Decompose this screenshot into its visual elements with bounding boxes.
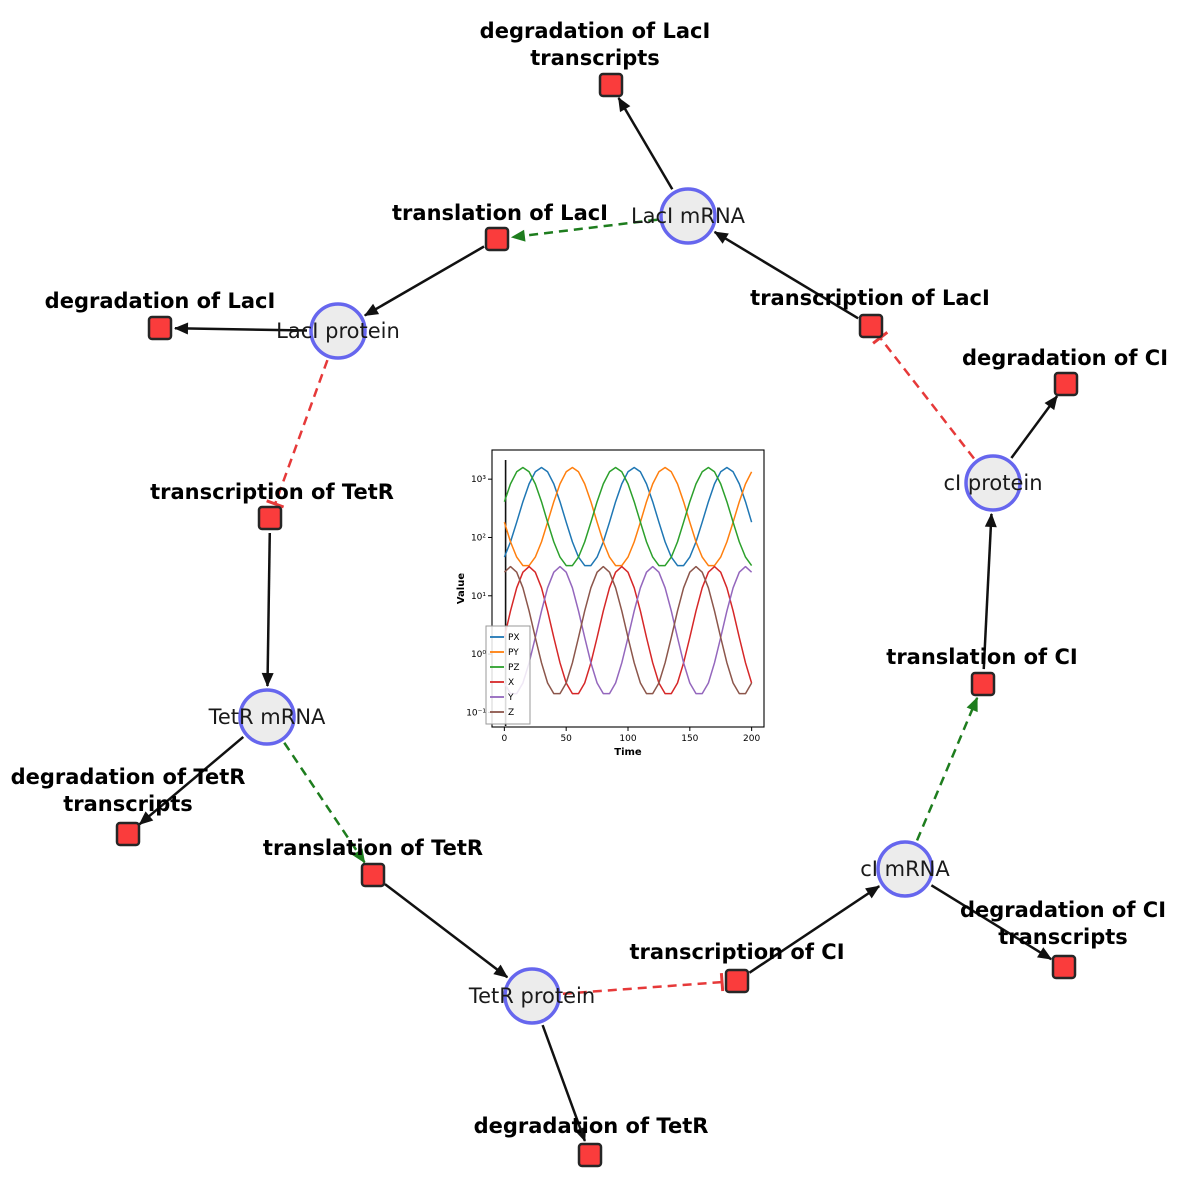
reaction-label-deg_CI_transcripts: transcripts xyxy=(998,925,1128,949)
reaction-node-translation_CI[interactable] xyxy=(970,671,996,697)
edge-production-translation_CI-cI_protein xyxy=(982,512,997,670)
chart-legend: PX PY PZ XYZ xyxy=(485,625,531,725)
reaction-label-transcription_CI: transcription of CI xyxy=(629,940,844,964)
chart-series-PZ xyxy=(503,466,753,567)
x-tick-label: 100 xyxy=(619,734,636,744)
species-node-tetR_mRNA[interactable] xyxy=(238,688,296,746)
species-node-lacI_protein[interactable] xyxy=(309,302,367,360)
edge-consumption-cI_protein-deg_CI xyxy=(1010,395,1059,459)
reaction-label-deg_LacI_transcripts: degradation of LacI xyxy=(480,19,711,43)
chart-series-PX xyxy=(503,466,753,567)
edge-catalysis-tetR_mRNA-translation_TetR xyxy=(283,742,366,864)
reaction-node-deg_TetR_transcripts[interactable] xyxy=(115,821,141,847)
y-axis-label: Value xyxy=(456,573,467,604)
x-tick-label: 50 xyxy=(560,734,572,744)
chart-series-X xyxy=(503,565,753,695)
edge-inhibition-lacI_protein-transcription_TetR xyxy=(266,359,329,509)
reaction-label-transcription_LacI: transcription of LacI xyxy=(750,286,990,310)
reaction-label-translation_TetR: translation of TetR xyxy=(263,836,483,860)
y-tick-label: 10⁻¹ xyxy=(466,708,486,718)
chart-series-Z xyxy=(503,565,753,695)
edge-production-transcription_CI-cI_mRNA xyxy=(748,885,881,974)
edge-catalysis-lacI_mRNA-translation_LacI xyxy=(510,218,658,242)
node-layer xyxy=(115,72,1079,1168)
y-tick-label: 10³ xyxy=(471,475,486,485)
reaction-label-translation_LacI: translation of LacI xyxy=(392,201,608,225)
edge-consumption-tetR_mRNA-deg_TetR_transcripts xyxy=(138,736,245,826)
edge-inhibition-cI_protein-transcription_LacI xyxy=(872,331,975,460)
y-tick-label: 10¹ xyxy=(471,592,486,602)
species-node-tetR_protein[interactable] xyxy=(503,967,561,1025)
x-axis-label: Time xyxy=(614,747,642,758)
x-tick-label: 200 xyxy=(743,734,760,744)
species-node-lacI_mRNA[interactable] xyxy=(659,187,717,245)
species-label-tetR_mRNA: TetR mRNA xyxy=(208,705,326,729)
edge-layer xyxy=(138,97,1059,1142)
legend-label-X: X xyxy=(508,678,514,688)
reaction-node-deg_LacI_transcripts[interactable] xyxy=(598,72,624,98)
species-label-tetR_protein: TetR protein xyxy=(468,984,595,1008)
x-tick-label: 150 xyxy=(681,734,698,744)
edge-production-translation_TetR-tetR_protein xyxy=(384,883,509,979)
legend-box xyxy=(485,625,531,725)
edge-consumption-cI_mRNA-deg_CI_transcripts xyxy=(930,884,1053,961)
chart-series-group xyxy=(503,466,753,695)
reaction-node-translation_LacI[interactable] xyxy=(484,226,510,252)
species-node-cI_mRNA[interactable] xyxy=(876,840,934,898)
reaction-label-deg_CI_transcripts: degradation of CI xyxy=(960,898,1166,922)
reaction-label-transcription_TetR: transcription of TetR xyxy=(150,480,394,504)
species-label-cI_mRNA: cI mRNA xyxy=(860,857,950,881)
reaction-node-deg_CI[interactable] xyxy=(1053,371,1079,397)
reaction-node-deg_CI_transcripts[interactable] xyxy=(1051,954,1077,980)
reaction-label-translation_CI: translation of CI xyxy=(886,645,1077,669)
edge-consumption-lacI_protein-deg_LacI xyxy=(173,322,308,335)
edge-production-translation_LacI-lacI_protein xyxy=(363,245,485,317)
reaction-label-deg_CI: degradation of CI xyxy=(962,346,1168,370)
species-label-lacI_protein: LacI protein xyxy=(276,319,400,343)
reaction-label-deg_TetR: degradation of TetR xyxy=(474,1114,709,1138)
legend-label-Z: Z xyxy=(508,708,514,718)
legend-label-PX: PX xyxy=(508,633,520,643)
species-label-lacI_mRNA: LacI mRNA xyxy=(631,204,746,228)
species-node-cI_protein[interactable] xyxy=(964,454,1022,512)
chart-plot-area xyxy=(492,450,764,727)
reaction-node-transcription_LacI[interactable] xyxy=(858,313,884,339)
reaction-label-deg_TetR_transcripts: transcripts xyxy=(63,792,193,816)
legend-label-PY: PY xyxy=(508,648,519,658)
x-tick-label: 0 xyxy=(501,734,507,744)
edge-production-transcription_TetR-tetR_mRNA xyxy=(261,532,274,688)
legend-label-Y: Y xyxy=(507,693,514,703)
reaction-node-translation_TetR[interactable] xyxy=(360,862,386,888)
edge-production-transcription_LacI-lacI_mRNA xyxy=(713,230,859,320)
legend-label-PZ: PZ xyxy=(508,663,520,673)
edge-inhibition-tetR_protein-transcription_CI xyxy=(562,973,725,995)
reaction-node-deg_LacI[interactable] xyxy=(147,315,173,341)
reaction-label-deg_LacI_transcripts: transcripts xyxy=(530,46,660,70)
species-label-cI_protein: cI protein xyxy=(943,471,1042,495)
reaction-label-deg_LacI: degradation of LacI xyxy=(45,289,276,313)
reaction-node-deg_TetR[interactable] xyxy=(577,1142,603,1168)
reaction-label-deg_TetR_transcripts: degradation of TetR xyxy=(11,765,246,789)
y-tick-label: 10² xyxy=(471,533,486,543)
edge-consumption-lacI_mRNA-deg_LacI_transcripts xyxy=(617,97,674,190)
edge-consumption-tetR_protein-deg_TetR xyxy=(541,1024,587,1142)
y-tick-label: 10⁰ xyxy=(471,650,486,660)
reaction-node-transcription_TetR[interactable] xyxy=(257,505,283,531)
reaction-node-transcription_CI[interactable] xyxy=(724,968,750,994)
edge-catalysis-cI_mRNA-translation_CI xyxy=(915,696,979,841)
chart-series-PY xyxy=(503,466,753,567)
